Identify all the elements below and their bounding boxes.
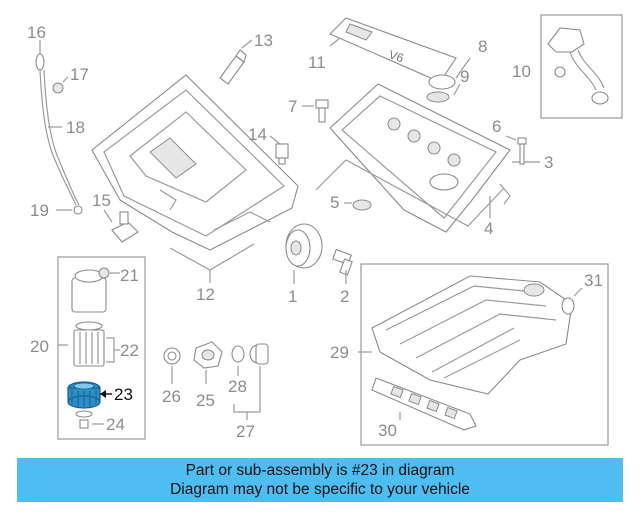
pulley-bolt-part[interactable]: [332, 248, 353, 276]
dipstick-assembly[interactable]: [35, 53, 83, 215]
crankshaft-pulley-part[interactable]: [285, 223, 323, 269]
sealant-tube-part[interactable]: [219, 49, 247, 85]
oil-filter-housing-part[interactable]: [71, 267, 110, 313]
callout-21: 21: [120, 266, 139, 285]
oil-filter-element-part[interactable]: [73, 321, 105, 367]
callout-30: 30: [378, 421, 397, 440]
callout-19: 19: [30, 201, 49, 220]
oil-pressure-sensor-part[interactable]: [275, 143, 289, 165]
callout-24: 24: [106, 415, 125, 434]
callout-27: 27: [236, 422, 255, 441]
callout-3: 3: [544, 153, 553, 172]
banner-line-part-number: Part or sub-assembly is #23 in diagram: [185, 462, 455, 479]
callout-26: 26: [162, 387, 181, 406]
callout-1: 1: [288, 287, 297, 306]
parts-diagram: V6: [27, 14, 623, 446]
manifold-gasket-30-part[interactable]: [371, 377, 477, 431]
oil-filter-cap-part-23[interactable]: [67, 381, 101, 409]
callout-12: 12: [196, 285, 215, 304]
callout-17: 17: [70, 65, 89, 84]
callout-9: 9: [460, 67, 469, 86]
cover-v6-marking: V6: [387, 48, 406, 66]
callout-4: 4: [484, 219, 493, 238]
drain-seal-24-part[interactable]: [75, 410, 93, 429]
callout-13: 13: [254, 31, 273, 50]
oring-28-part[interactable]: [231, 345, 245, 363]
oil-pan-part[interactable]: [91, 74, 299, 251]
callout-31: 31: [584, 271, 603, 290]
callout-20: 20: [30, 337, 49, 356]
valve-cover-gasket-part[interactable]: [315, 159, 511, 227]
callout-29: 29: [330, 343, 349, 362]
grommet-5-part[interactable]: [352, 199, 372, 211]
intake-manifold-part[interactable]: [371, 275, 573, 395]
banner-line-disclaimer: Diagram may not be specific to your vehi…: [170, 481, 470, 498]
callout-25: 25: [196, 391, 215, 410]
oil-filter-box: [57, 256, 146, 440]
thermostat-25-part[interactable]: [193, 341, 223, 369]
intake-manifold-box: [360, 263, 609, 446]
oring-31-part[interactable]: [561, 297, 575, 315]
valve-cover-part[interactable]: [329, 83, 511, 233]
breather-hose-box: [540, 14, 623, 119]
callout-18: 18: [66, 118, 85, 137]
callout-5: 5: [330, 193, 339, 212]
callout-6: 6: [492, 117, 501, 136]
plug-28-part[interactable]: [249, 343, 269, 365]
callout-15: 15: [92, 191, 111, 210]
callout-16: 16: [27, 23, 46, 42]
bolt-7-part[interactable]: [315, 99, 329, 123]
callout-2: 2: [340, 287, 349, 306]
seal-26-part[interactable]: [163, 347, 181, 365]
callout-8: 8: [478, 37, 487, 56]
info-banner: Part or sub-assembly is #23 in diagram D…: [17, 458, 623, 502]
engine-cover-part[interactable]: V6: [329, 17, 457, 83]
callout-7: 7: [288, 97, 297, 116]
callout-14: 14: [248, 125, 267, 144]
oil-filler-cap-part[interactable]: [426, 74, 456, 103]
callout-10: 10: [512, 62, 531, 81]
bolt-6-part[interactable]: [517, 137, 527, 165]
callout-22: 22: [120, 341, 139, 360]
callout-11: 11: [308, 53, 326, 72]
callout-23: 23: [114, 385, 133, 404]
callout-28: 28: [228, 377, 247, 396]
drain-plug-part[interactable]: [111, 211, 139, 243]
breather-hose-part[interactable]: [547, 27, 609, 105]
dipstick-seal-part[interactable]: [52, 82, 64, 94]
